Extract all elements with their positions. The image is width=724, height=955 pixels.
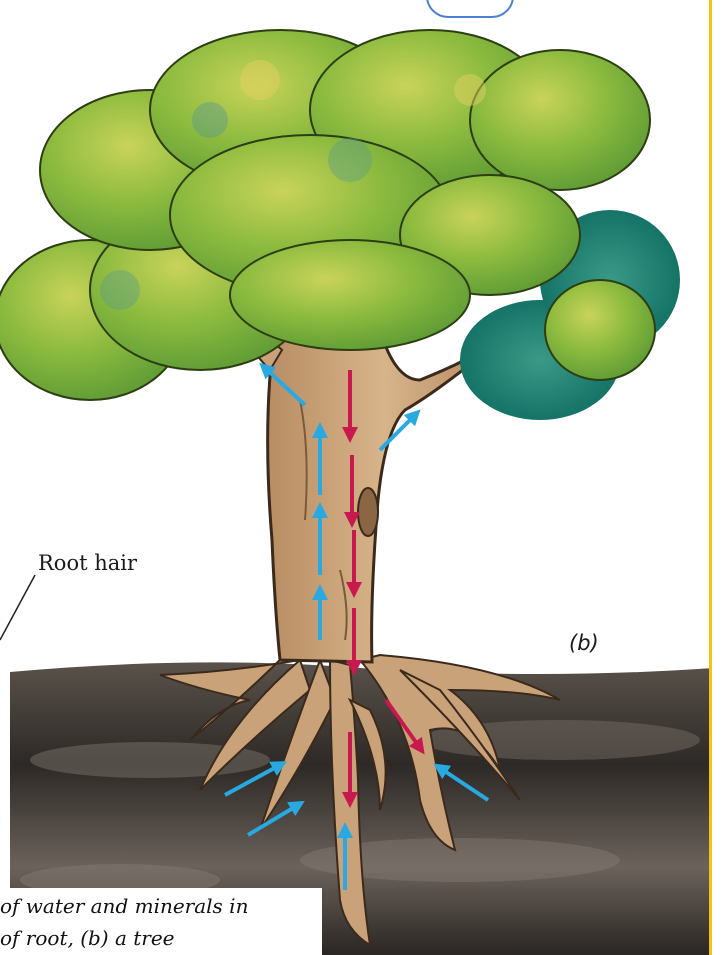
top-decorative-tab	[426, 0, 514, 18]
caption-line-2: of root, (b) a tree	[0, 926, 175, 950]
root-hair-label: Root hair	[38, 551, 137, 575]
caption-line-1: of water and minerals in	[0, 894, 248, 918]
figure-caption: of water and minerals in of root, (b) a …	[0, 888, 322, 955]
root-hair-leader	[0, 575, 35, 640]
page-edge-rule	[709, 0, 724, 955]
figure-b-label: (b)	[569, 631, 599, 655]
